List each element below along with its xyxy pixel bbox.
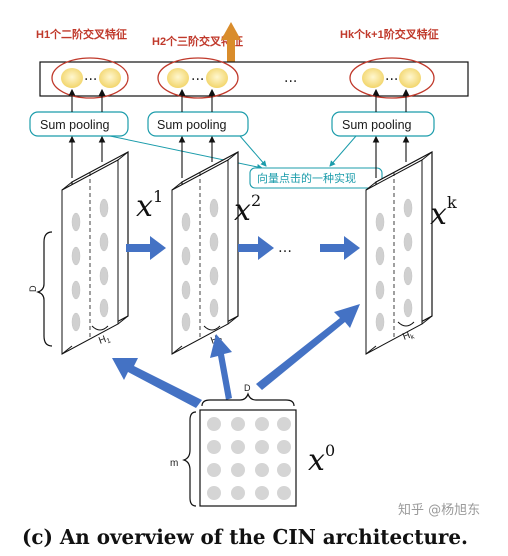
middle-ellipsis: …	[278, 240, 292, 256]
sum-pooling-k-label: Sum pooling	[342, 118, 412, 132]
arrow-x1-to-x2	[126, 236, 166, 260]
arrow-x2-to-next	[238, 236, 274, 260]
arrow-x0-to-x1	[112, 358, 202, 408]
sum-pooling-k: Sum pooling	[331, 111, 435, 137]
tensor-xk	[365, 150, 433, 355]
h1-features-label: H1个二阶交叉特征	[36, 27, 127, 41]
arrow-to-xk	[320, 236, 360, 260]
h1-brace	[91, 325, 109, 331]
tensor-x1	[61, 150, 129, 355]
m-brace	[182, 411, 197, 507]
feature-group-2: ...	[157, 57, 239, 99]
d-top-label: D	[244, 383, 251, 393]
tensor-xk-sup: k	[447, 193, 457, 212]
hk-features-label: Hk个k+1阶交叉特征	[340, 27, 439, 41]
arrow-x0-to-xk	[256, 304, 360, 390]
tensor-x2-base: x	[234, 193, 251, 228]
tensor-x0-base: x	[308, 443, 325, 478]
input-matrix-x0	[199, 409, 297, 507]
watermark: 知乎 @杨旭东	[398, 502, 480, 518]
sum-pooling-1-label: Sum pooling	[40, 118, 110, 132]
feature-group-2-ellipsis: ...	[191, 68, 204, 84]
output-arrow	[221, 22, 241, 62]
sum-pooling-1: Sum pooling	[29, 111, 129, 137]
h2-features-label: H2个三阶交叉特征	[152, 34, 243, 48]
tensor-xk-base: x	[430, 197, 447, 232]
h1-label: H1	[97, 333, 112, 348]
feature-group-1: ...	[51, 57, 129, 99]
h2-brace	[203, 325, 221, 331]
tensor-x0-sup: 0	[325, 441, 335, 460]
feature-group-1-ellipsis: ...	[84, 68, 97, 84]
hk-brace	[397, 321, 415, 327]
hk-label: Hk	[401, 329, 416, 344]
tensor-x1-sup: 1	[153, 187, 163, 206]
tensor-x1-base: x	[136, 189, 153, 224]
d-brace-top	[201, 392, 295, 407]
dot-product-annotation: 向量点击的一种实现	[109, 135, 383, 189]
bar-ellipsis: ...	[284, 70, 297, 86]
sum-pooling-2: Sum pooling	[147, 111, 249, 137]
tensor-x2	[171, 150, 239, 355]
sum-pooling-2-label: Sum pooling	[157, 118, 227, 132]
feature-group-k-ellipsis: ...	[385, 68, 398, 84]
d-left-label: D	[28, 285, 38, 292]
feature-group-k: ...	[349, 57, 435, 99]
d-brace-left	[36, 231, 53, 347]
pooling-connections	[68, 88, 410, 178]
m-label: m	[170, 458, 178, 469]
arrow-x0-to-x2	[210, 334, 232, 400]
figure-caption: (c) An overview of the CIN architecture.	[22, 525, 468, 549]
tensor-x2-sup: 2	[251, 191, 261, 210]
dot-product-label: 向量点击的一种实现	[257, 171, 356, 185]
